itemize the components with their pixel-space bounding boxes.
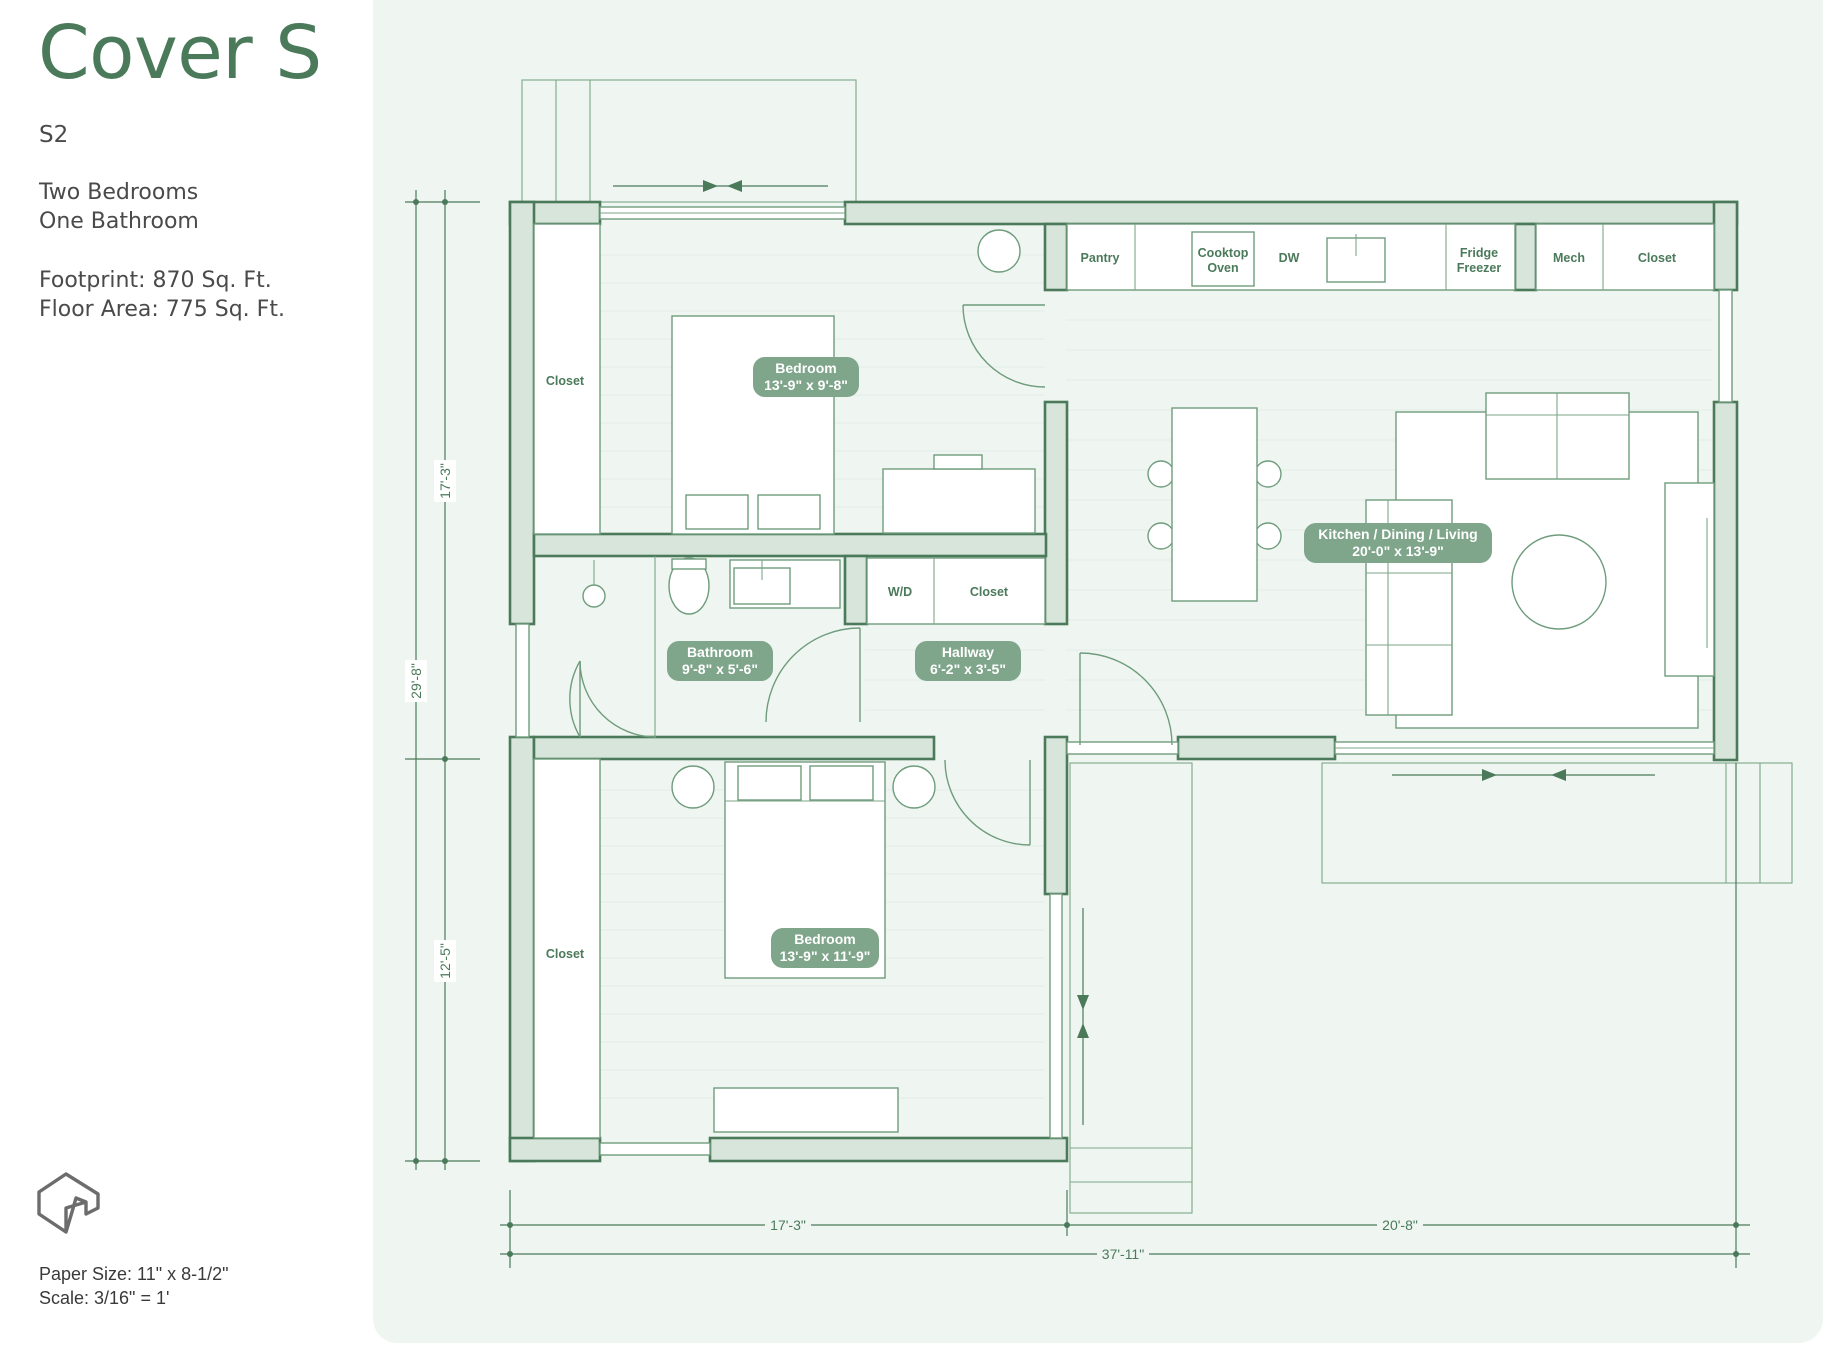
hallway-name: Hallway: [942, 644, 994, 660]
dimension-left: 29'-8" 17'-3" 12'-5": [405, 190, 480, 1170]
fridge-label: Fridge: [1460, 246, 1498, 260]
living-furniture: [1365, 392, 1715, 729]
room-label-bedroom-top: Bedroom 13'-9" x 9'-8": [753, 357, 859, 397]
mech-label: Mech: [1553, 251, 1585, 265]
bathroom-count: One Bathroom: [39, 209, 199, 234]
dining-set: [1147, 407, 1282, 602]
pantry-label: Pantry: [1081, 251, 1120, 265]
bedroom-top-size: 13'-9" x 9'-8": [764, 377, 848, 393]
dishwasher-label: DW: [1279, 251, 1300, 265]
bedroom-top-name: Bedroom: [775, 360, 836, 376]
deck-top: [521, 79, 857, 203]
page-title: Cover S: [38, 10, 322, 96]
bathroom-fixtures: [582, 556, 841, 737]
hall-closet: [866, 557, 1046, 625]
bedroom-count: Two Bedrooms: [39, 180, 199, 205]
deck-right: [1321, 762, 1793, 884]
area-summary: Footprint: 870 Sq. Ft. Floor Area: 775 S…: [39, 266, 285, 324]
dimension-bottom: 17'-3" 20'-8" 37'-11": [500, 763, 1750, 1268]
room-label-living: Kitchen / Dining / Living 20'-0" x 13'-9…: [1304, 523, 1492, 563]
room-summary: Two Bedrooms One Bathroom: [39, 178, 199, 236]
footprint-text: Footprint: 870 Sq. Ft.: [39, 268, 272, 293]
living-size: 20'-0" x 13'-9": [1352, 543, 1444, 559]
kitchen-counters: [1066, 223, 1715, 291]
scale-text: Scale: 3/16" = 1': [39, 1288, 170, 1308]
bedroom-bottom-size: 13'-9" x 11'-9": [780, 948, 871, 964]
room-label-hallway: Hallway 6'-2" x 3'-5": [915, 641, 1021, 681]
paper-size-text: Paper Size: 11" x 8-1/2": [39, 1264, 229, 1284]
closet-hall-label: Closet: [970, 585, 1009, 599]
entry-walkway: [1069, 762, 1193, 1214]
closet-bottom-label: Closet: [546, 947, 585, 961]
room-label-bedroom-bottom: Bedroom 13'-9" x 11'-9": [771, 928, 879, 968]
house-outline-logo-icon: [37, 1172, 100, 1234]
living-name: Kitchen / Dining / Living: [1318, 526, 1477, 542]
bedroom-bottom-name: Bedroom: [794, 931, 855, 947]
bathroom-size: 9'-8" x 5'-6": [682, 661, 758, 677]
cooktop-label: Cooktop: [1198, 246, 1249, 260]
bedroom-top-furniture: [533, 223, 1036, 535]
fixture-labels: Closet Closet Pantry Cooktop Oven DW Fri…: [546, 246, 1677, 961]
dimension-left-upper: 17'-3": [437, 463, 453, 499]
model-code: S2: [39, 122, 69, 148]
dimension-left-lower: 12'-5": [437, 943, 453, 979]
closet-mech-label: Closet: [1638, 251, 1677, 265]
oven-label: Oven: [1207, 261, 1238, 275]
room-label-bathroom: Bathroom 9'-8" x 5'-6": [667, 641, 773, 681]
dimension-bottom-left: 17'-3": [770, 1217, 806, 1233]
bathroom-name: Bathroom: [687, 644, 753, 660]
dimension-left-total: 29'-8": [408, 663, 424, 699]
hallway-size: 6'-2" x 3'-5": [930, 661, 1006, 677]
washer-dryer-label: W/D: [888, 585, 912, 599]
walls: [508, 200, 1739, 1163]
dimension-bottom-right: 20'-8": [1382, 1217, 1418, 1233]
paper-info: Paper Size: 11" x 8-1/2" Scale: 3/16" = …: [39, 1262, 229, 1310]
sidebar: Cover S S2 Two Bedrooms One Bathroom Foo…: [0, 0, 370, 1362]
closet-top-label: Closet: [546, 374, 585, 388]
floor-area-text: Floor Area: 775 Sq. Ft.: [39, 297, 285, 322]
freezer-label: Freezer: [1457, 261, 1502, 275]
dimension-bottom-total: 37'-11": [1102, 1246, 1144, 1262]
doors: [569, 304, 1173, 846]
windows: [515, 206, 1733, 1156]
